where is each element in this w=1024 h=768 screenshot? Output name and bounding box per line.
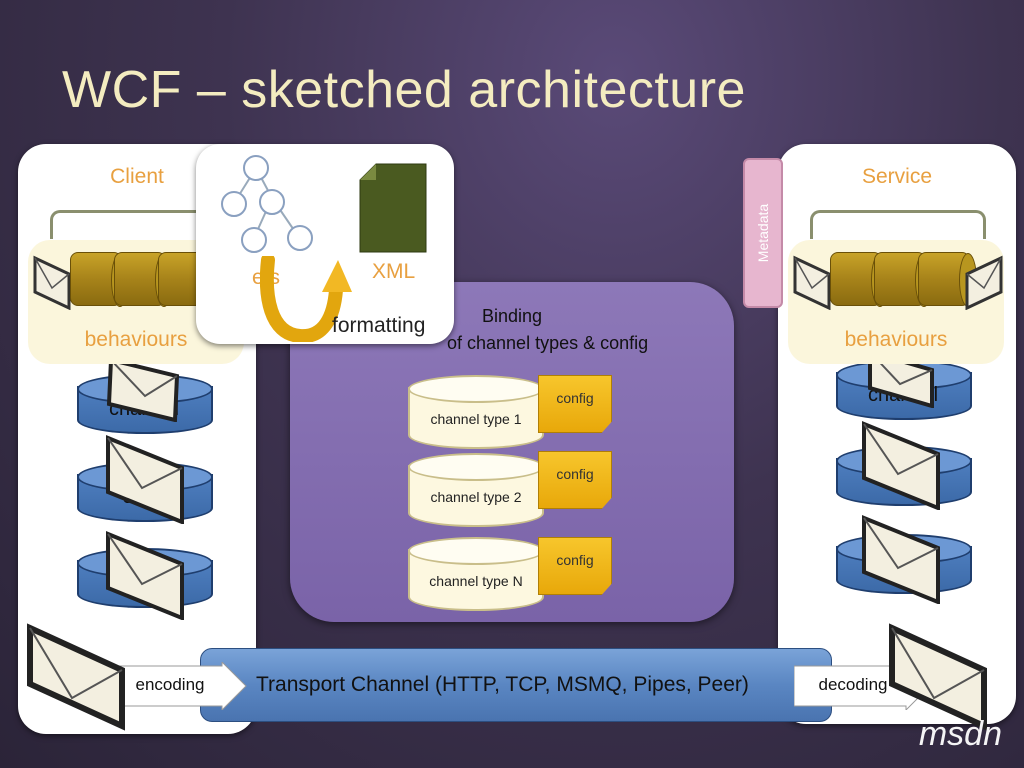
envelope-icon (106, 531, 184, 620)
envelope-icon (862, 515, 940, 604)
channel-type-2: channel type 2 (408, 453, 544, 529)
channel-type-n-label: channel type N (429, 573, 523, 589)
channel-type-1: channel type 1 (408, 375, 544, 451)
encoding-label: encoding (135, 675, 205, 694)
encoding-arrow: encoding (112, 662, 248, 710)
config-note-n: config (538, 537, 612, 595)
decoding-label: decoding (818, 675, 888, 694)
formatting-label: formatting (332, 314, 426, 337)
envelope-icon (889, 623, 987, 731)
xml-document-icon (359, 163, 427, 253)
channel-type-1-label: channel type 1 (430, 411, 522, 427)
envelope-icon (862, 421, 940, 510)
service-bracket (810, 210, 986, 239)
client-bracket (50, 210, 206, 239)
envelope-icon (106, 435, 184, 524)
msdn-logo: msdn (918, 715, 1002, 753)
slide-title: WCF – sketched architecture (62, 61, 746, 119)
envelope-icon (27, 623, 125, 731)
metadata-tab: Metadata (743, 158, 783, 308)
envelope-icon (793, 255, 831, 310)
binding-subtitle: of channel types & config (447, 333, 649, 353)
service-label: Service (861, 165, 933, 188)
client-behaviours-label: behaviours (84, 328, 188, 351)
object-tree-icon (221, 155, 313, 253)
metadata-label: Metadata (755, 203, 771, 263)
service-behaviours-box: behaviours (788, 240, 1004, 364)
channel-type-n: channel type N (408, 537, 544, 613)
transport-channel (200, 648, 832, 722)
channel-type-2-label: channel type 2 (430, 489, 522, 505)
binding-title: Binding (481, 306, 543, 326)
config-note-1: config (538, 375, 612, 433)
behaviour-roller (918, 252, 977, 307)
service-behaviours-label: behaviours (844, 328, 948, 351)
client-behaviours-box: behaviours (28, 240, 244, 364)
transport-label: Transport Channel (HTTP, TCP, MSMQ, Pipe… (256, 673, 749, 696)
xml-label: XML (372, 260, 416, 283)
client-label: Client (110, 165, 164, 188)
envelope-icon (965, 255, 1003, 310)
envelope-icon (106, 357, 180, 422)
formatting-popup: e s XML formatting (196, 144, 454, 344)
envelope-icon (33, 255, 71, 310)
formatting-arrow-icon (260, 256, 352, 342)
config-note-2: config (538, 451, 612, 509)
